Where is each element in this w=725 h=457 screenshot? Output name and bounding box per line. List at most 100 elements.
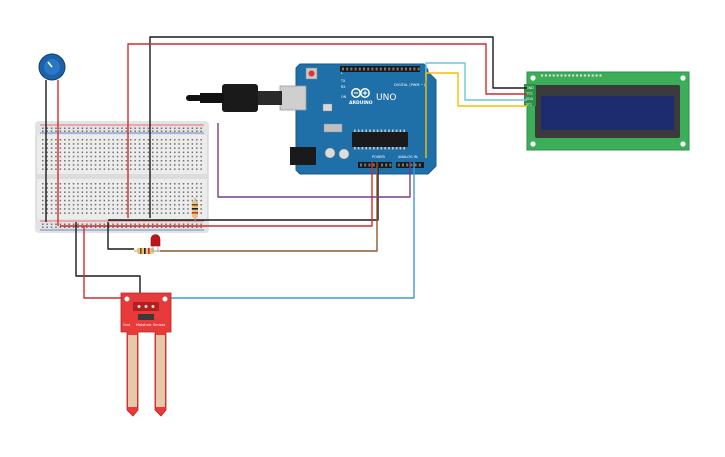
breadboard-hole	[191, 168, 194, 170]
breadboard-hole	[182, 143, 185, 145]
wire-led-gnd[interactable]	[107, 222, 134, 250]
breadboard-hole	[77, 212, 79, 214]
breadboard-hole	[156, 199, 158, 202]
wire-arduino-gnd[interactable]	[108, 162, 379, 221]
soil-pin-1	[137, 305, 141, 308]
analog-label: ANALOG IN	[398, 155, 418, 159]
breadboard-hole	[112, 191, 114, 193]
usb-cable[interactable]	[186, 84, 282, 112]
breadboard-hole	[90, 168, 92, 170]
breadboard-hole	[165, 127, 167, 129]
led[interactable]	[150, 234, 161, 253]
breadboard-hole	[108, 191, 110, 193]
lcd-pin-sda: SDA	[526, 97, 534, 101]
breadboard-hole	[130, 195, 132, 198]
breadboard-hole	[90, 151, 92, 154]
potentiometer-indicator	[47, 61, 53, 68]
breadboard-hole	[99, 226, 101, 228]
breadboard-hole	[50, 208, 53, 210]
breadboard-hole	[147, 199, 150, 202]
breadboard-hole	[169, 191, 172, 193]
breadboard-hole	[116, 183, 119, 185]
led-resistor[interactable]	[134, 248, 160, 254]
breadboard-hole	[90, 212, 92, 214]
lcd-display[interactable]: GND VCC SDA SCL	[524, 71, 690, 151]
breadboard-hole	[191, 191, 194, 193]
breadboard-hole	[134, 226, 136, 228]
chip-leg	[361, 129, 364, 132]
chip-leg	[392, 147, 394, 150]
breadboard-hole	[46, 160, 48, 162]
arduino-uno[interactable]: DIGITAL (PWM ~) ARDUINO UNO TX RX ON L P…	[279, 63, 437, 175]
breadboard-resistor[interactable]	[192, 198, 198, 222]
breadboard-hole	[169, 143, 172, 145]
breadboard-hole	[81, 168, 84, 170]
breadboard-hole	[103, 226, 106, 228]
breadboard-hole	[125, 147, 128, 149]
breadboard-hole	[200, 183, 202, 185]
wire-lcd-gnd[interactable]	[149, 36, 527, 218]
breadboard-hole	[156, 155, 158, 158]
breadboard-hole	[116, 151, 119, 154]
breadboard-hole	[116, 139, 119, 141]
wire-soil-gnd[interactable]	[75, 222, 141, 296]
breadboard-hole	[86, 208, 88, 210]
breadboard-hole	[196, 130, 198, 132]
usb-port[interactable]	[279, 85, 307, 111]
barrel-jack[interactable]	[290, 147, 316, 165]
breadboard-hole	[165, 151, 167, 154]
chip-leg	[361, 147, 364, 150]
wire-led-signal[interactable]	[160, 162, 378, 252]
breadboard-hole	[160, 199, 163, 202]
breadboard-hole	[94, 187, 97, 189]
lcd-header-pin	[568, 74, 571, 77]
breadboard-hole	[59, 191, 62, 193]
digital-pin	[405, 67, 407, 71]
wire-arduino-5v[interactable]	[60, 162, 373, 227]
potentiometer[interactable]	[38, 53, 66, 81]
wire-lcd-scl[interactable]	[425, 72, 527, 158]
breadboard[interactable]	[35, 121, 209, 233]
breadboard-hole	[196, 223, 198, 225]
breadboard-hole	[90, 199, 92, 202]
breadboard-hole	[143, 127, 145, 129]
breadboard-hole	[178, 183, 180, 185]
breadboard-hole	[178, 160, 180, 162]
breadboard-hole	[200, 164, 202, 166]
lcd-header-pins	[541, 74, 602, 77]
breadboard-hole	[94, 191, 97, 193]
breadboard-hole	[112, 130, 114, 132]
breadboard-hole	[42, 168, 44, 170]
breadboard-hole	[200, 168, 202, 170]
breadboard-hole	[196, 160, 198, 162]
breadboard-hole	[182, 139, 185, 141]
soil-probe-right	[156, 335, 165, 407]
wire-soil-vcc[interactable]	[83, 226, 136, 299]
breadboard-hole	[86, 160, 88, 162]
wire-lcd-vcc[interactable]	[127, 43, 527, 218]
breadboard-hole	[138, 195, 141, 198]
breadboard-hole	[46, 208, 48, 210]
breadboard-hole	[156, 127, 158, 129]
digital-pin	[371, 67, 374, 71]
breadboard-hole	[160, 168, 163, 170]
bottom-pin	[385, 163, 388, 167]
breadboard-hole	[50, 191, 53, 193]
breadboard-hole	[77, 191, 79, 193]
breadboard-hole	[46, 130, 48, 132]
breadboard-hole	[156, 147, 158, 149]
breadboard-hole	[156, 183, 158, 185]
breadboard-hole	[108, 143, 110, 145]
soil-moisture-sensor[interactable]: Gnd Moisture Sensor	[120, 292, 172, 417]
breadboard-hole	[77, 151, 79, 154]
breadboard-hole	[152, 139, 154, 141]
wire-lcd-sda[interactable]	[425, 62, 527, 101]
chip-leg	[388, 147, 390, 150]
breadboard-hole	[68, 143, 70, 145]
breadboard-hole	[138, 164, 141, 166]
wire-soil-signal[interactable]	[162, 162, 415, 299]
wire-digital-signal[interactable]	[217, 123, 411, 198]
breadboard-hole	[134, 164, 136, 166]
lcd-header-pin	[599, 74, 602, 77]
breadboard-hole	[174, 139, 176, 141]
